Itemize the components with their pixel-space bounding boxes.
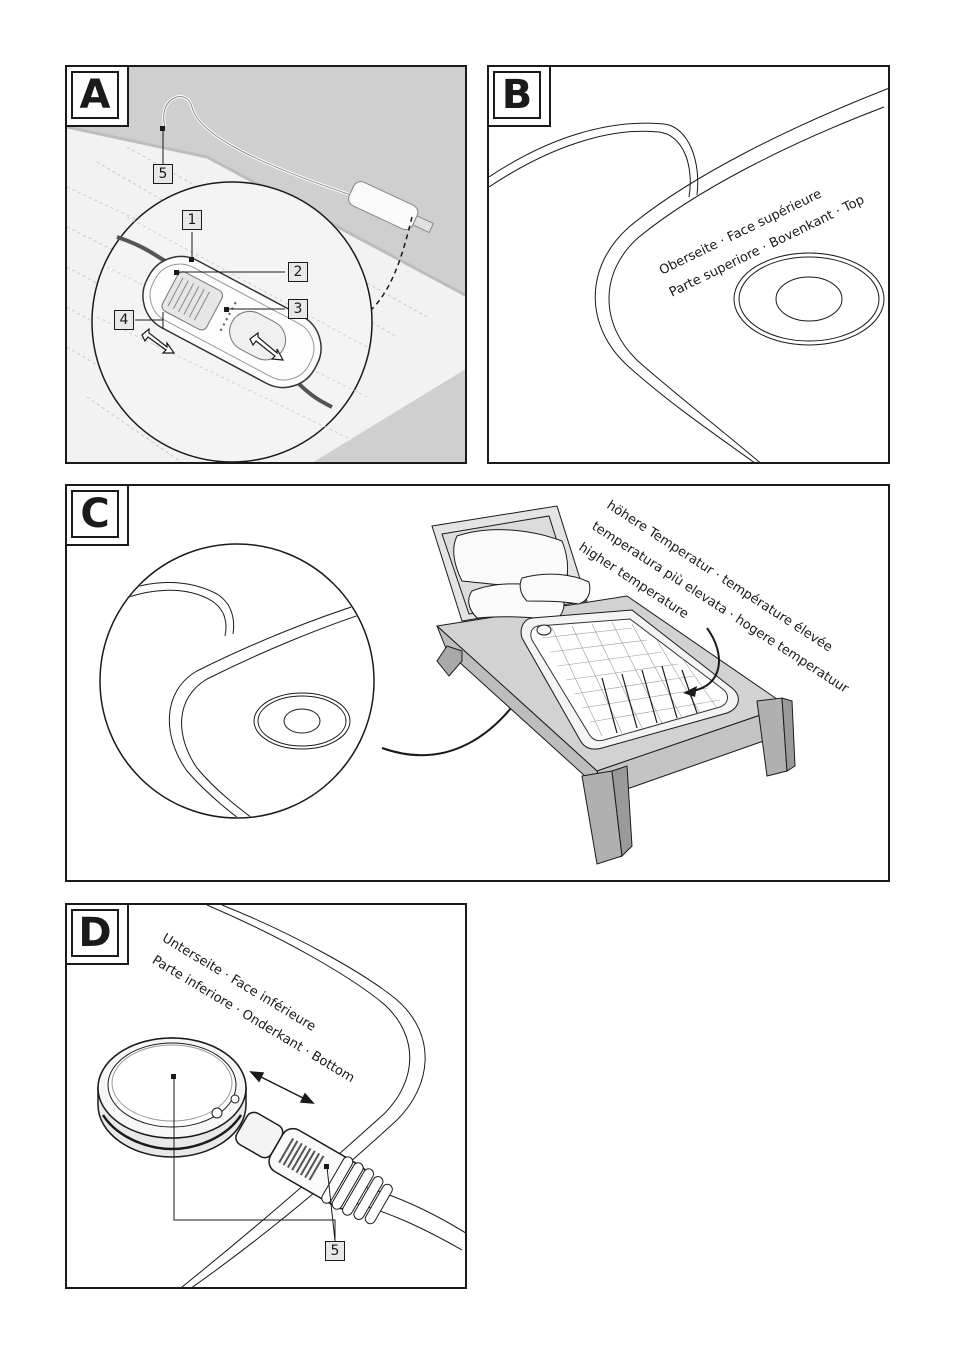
panel-a-label-box: A (67, 67, 129, 127)
panel-c: C höhere Temperatur · température élevée… (65, 484, 890, 882)
panel-c-label-box: C (67, 486, 129, 546)
panel-b-letter: B (493, 71, 541, 119)
panel-c-letter: C (71, 490, 119, 538)
panel-a-letter: A (71, 71, 119, 119)
callout-5: 5 (153, 164, 173, 184)
panel-c-illustration (99, 505, 796, 865)
callout-5-bottom: 5 (325, 1241, 345, 1261)
panel-d: D Unterseite · Face inférieure Parte inf… (65, 903, 467, 1289)
panel-d-label-box: D (67, 905, 129, 965)
panel-a-illustration (67, 67, 465, 462)
panel-d-letter: D (71, 909, 119, 957)
callout-1: 1 (182, 210, 202, 230)
panel-b-label-box: B (489, 67, 551, 127)
panel-b-illustration (489, 88, 888, 462)
callout-3: 3 (288, 299, 308, 319)
callout-4: 4 (114, 310, 134, 330)
callout-2: 2 (288, 262, 308, 282)
panel-b: B Oberseite · Face supérieure Parte supe… (487, 65, 890, 464)
panel-a: A 5 1 2 3 4 (65, 65, 467, 464)
panel-d-illustration (97, 905, 465, 1287)
